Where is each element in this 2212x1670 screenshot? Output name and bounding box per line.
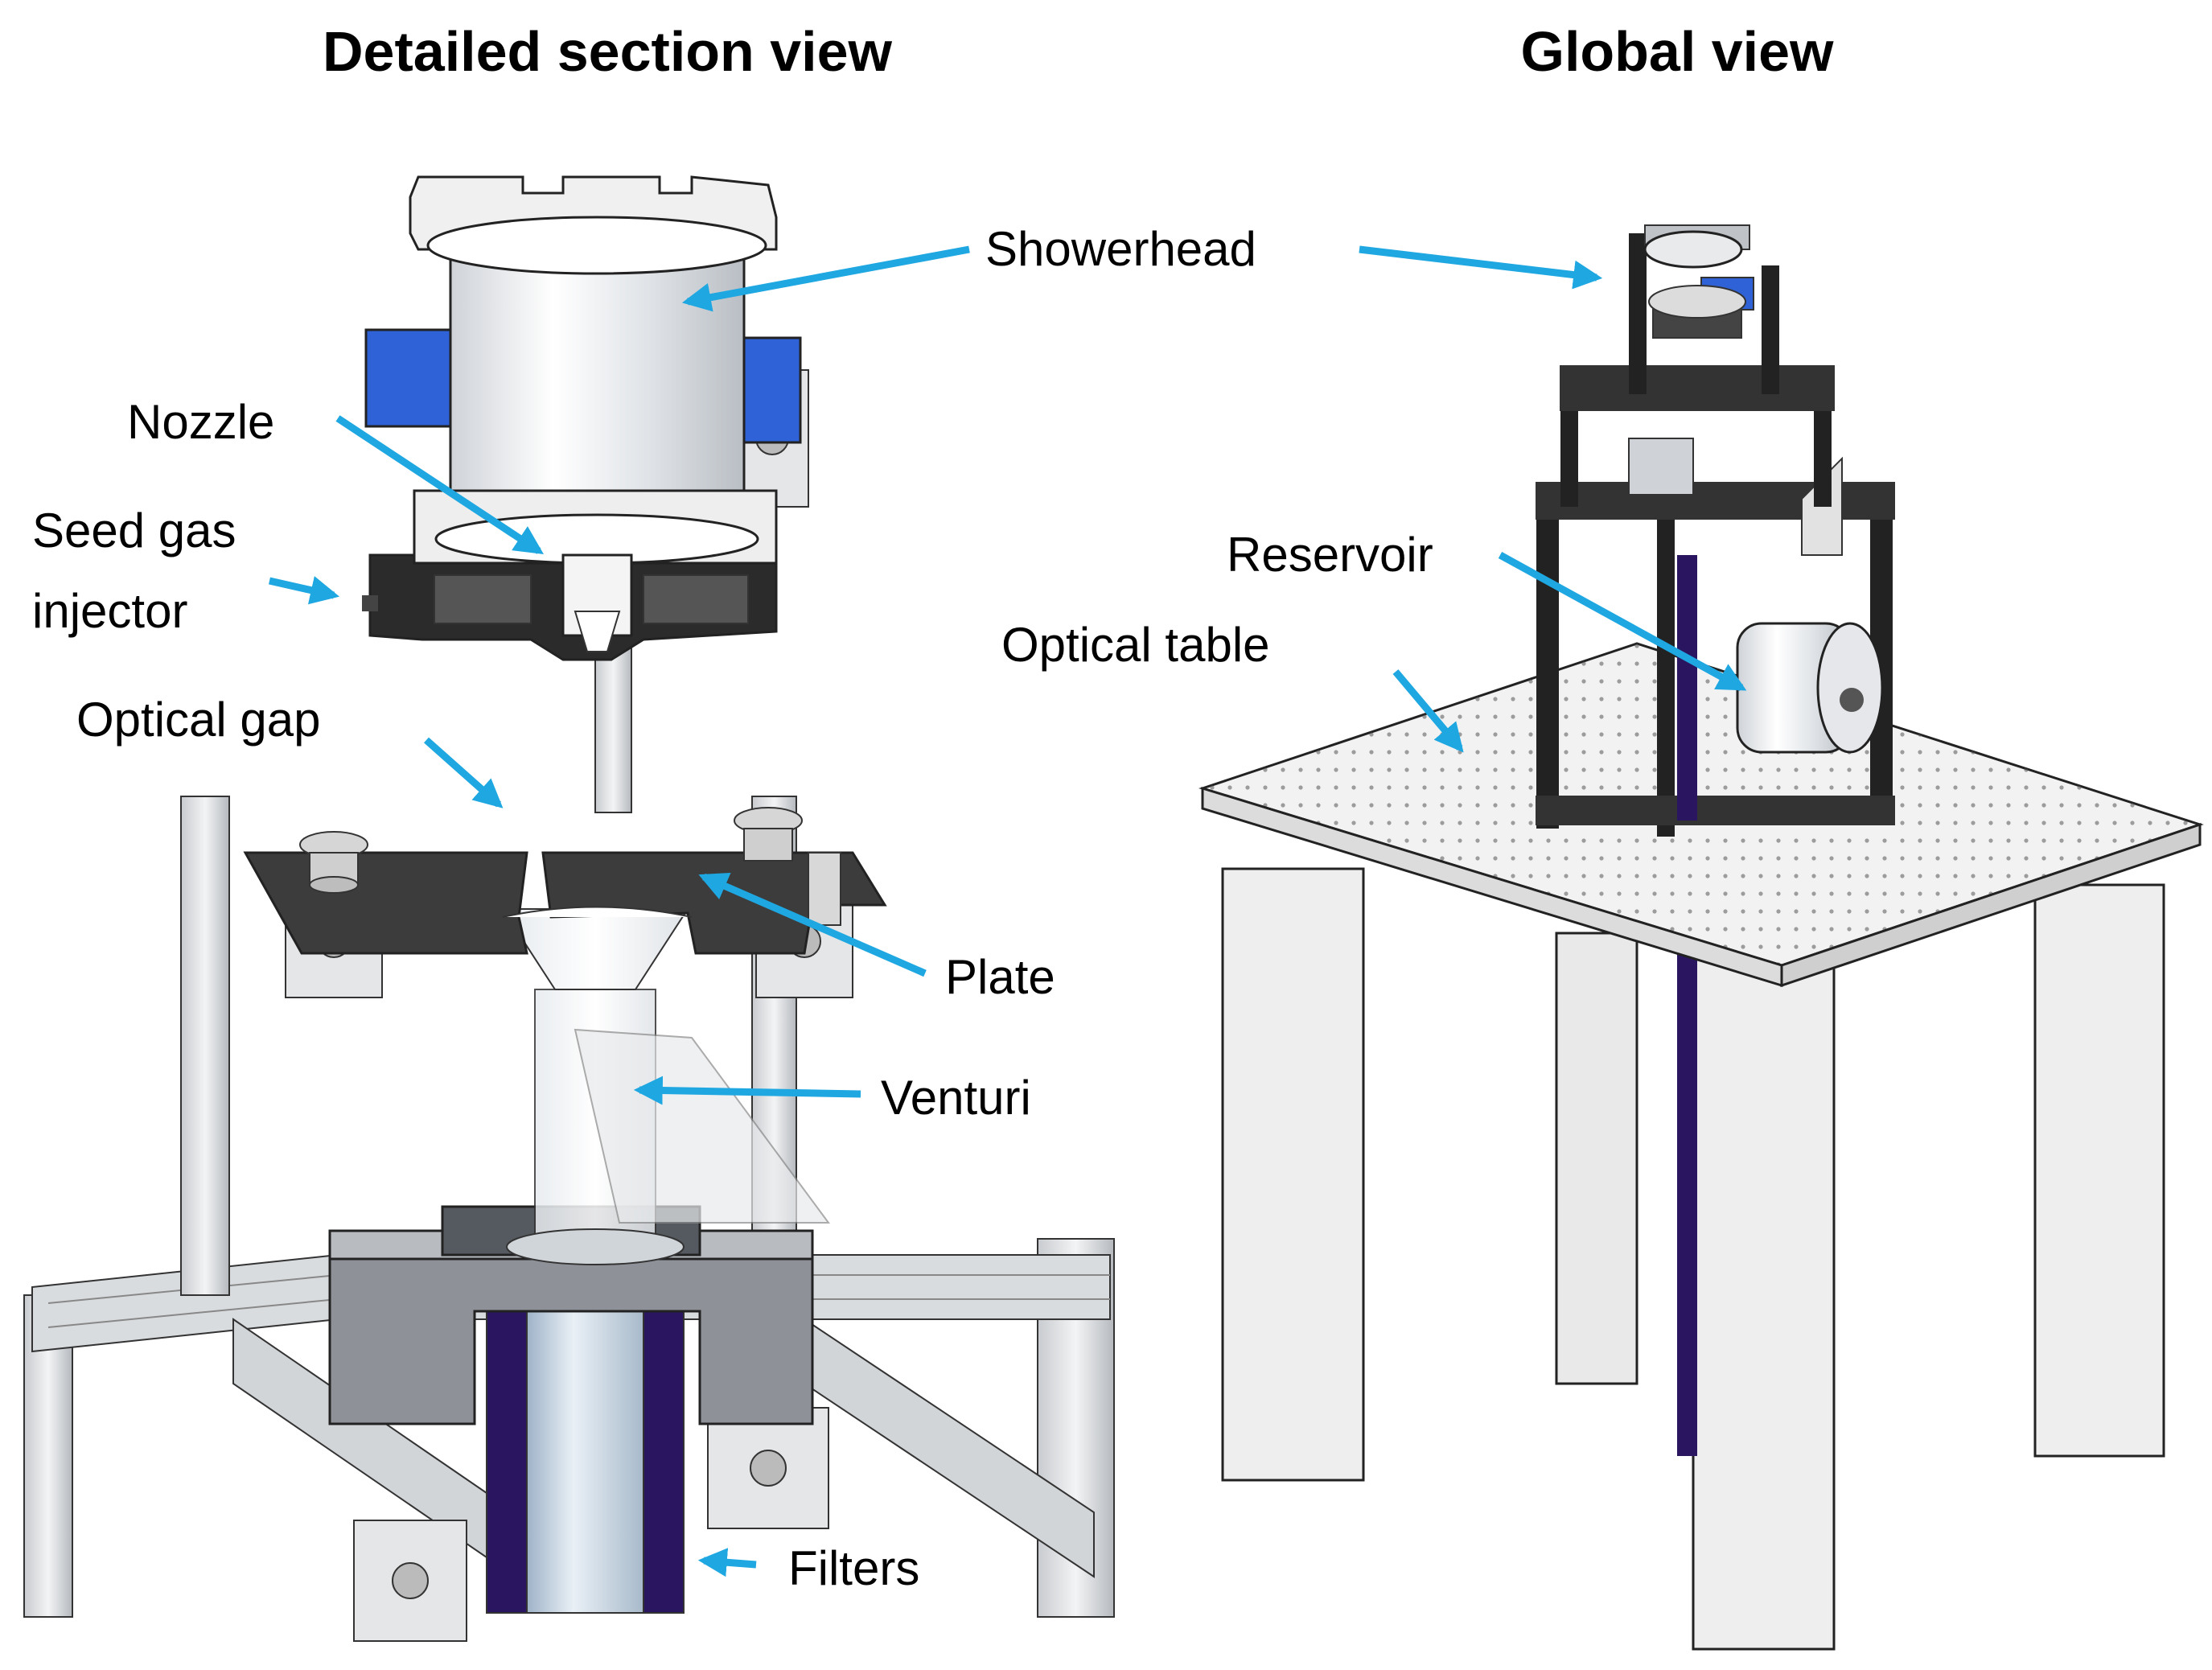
filters-arrow (697, 1548, 757, 1577)
label-optical-table: Optical table (1001, 618, 1270, 672)
label-nozzle: Nozzle (127, 395, 274, 449)
filter-column (1677, 925, 1697, 1456)
showerhead-arrow-right (1359, 245, 1603, 290)
label-venturi: Venturi (881, 1071, 1031, 1125)
filters-assembly (486, 1267, 685, 1614)
reservoir-arrow (1498, 552, 1747, 691)
label-plate: Plate (945, 950, 1055, 1004)
label-showerhead: Showerhead (985, 222, 1256, 276)
global-showerhead (1643, 224, 1754, 339)
showerhead-arrow-left (681, 245, 970, 312)
label-filters: Filters (788, 1541, 919, 1595)
detailed-section-drawing (23, 175, 1115, 1642)
plate (243, 807, 887, 955)
label-optical-gap: Optical gap (76, 693, 321, 747)
label-injector: injector (32, 584, 187, 638)
reservoir-tank (1736, 622, 1884, 754)
global-view-title: Global view (1521, 20, 1835, 83)
optical-gap-arrow (424, 737, 504, 808)
seed-gas-arrow (269, 576, 340, 605)
filter-column-upper (1677, 555, 1697, 821)
upper-frame (1560, 233, 1835, 507)
callout-arrows (269, 245, 1747, 1577)
global-view-drawing (1199, 224, 2204, 1651)
optical-table-arrow (1392, 669, 1464, 753)
table-legs (1221, 867, 2165, 1651)
plate-arrow (698, 873, 927, 977)
label-reservoir: Reservoir (1227, 528, 1433, 582)
showerhead-cylinder (364, 175, 802, 652)
nozzle-arrow (335, 415, 545, 554)
label-seed-gas: Seed gas (32, 504, 236, 557)
venturi-arrow (633, 1076, 861, 1105)
detailed-view-title: Detailed section view (323, 20, 893, 83)
